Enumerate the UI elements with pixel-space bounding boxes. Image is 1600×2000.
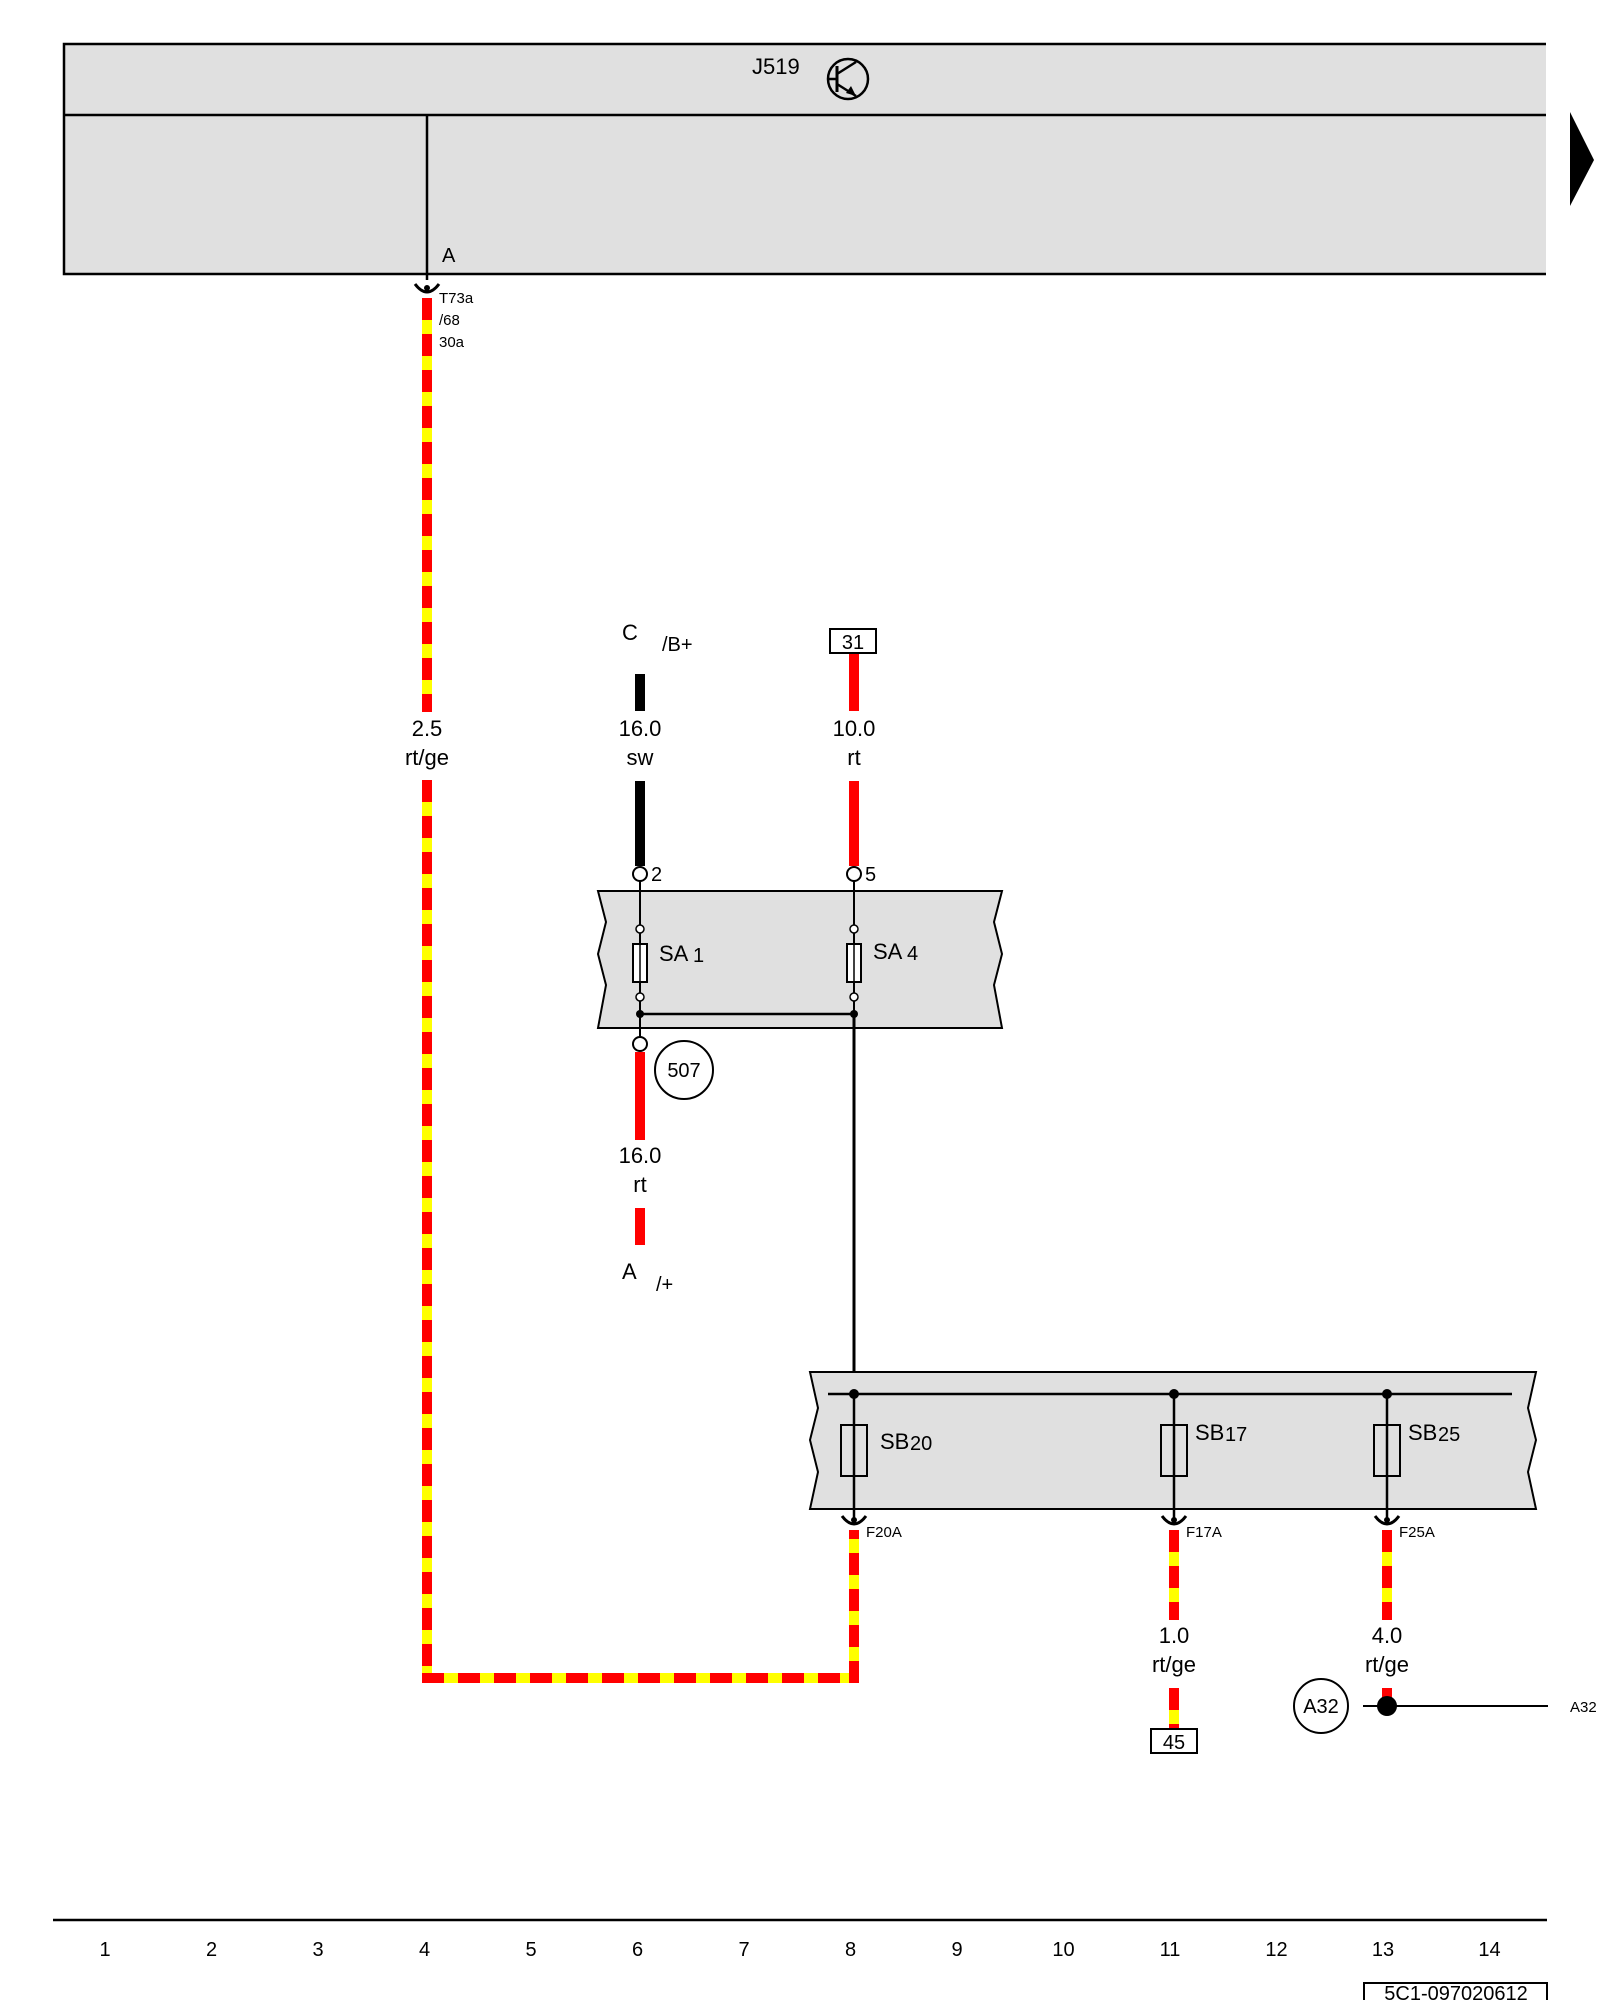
wire-color-label: rt <box>633 1172 646 1197</box>
fuse-box-sb: SB 20 F20A SB 17 F17A SB 25 F25A <box>808 1371 1538 1541</box>
wire-size-label: 16.0 <box>619 1143 662 1168</box>
fuse-box-sa-body <box>596 890 1004 1029</box>
fuse-sa4: 5 SA 4 <box>846 864 918 1014</box>
control-unit-body <box>64 44 1546 274</box>
fuse-icon <box>840 1424 868 1477</box>
fuse-label-main: SA <box>873 939 903 964</box>
grid-number: 7 <box>738 1939 749 1961</box>
connector-label-line-1: T73a <box>439 290 474 307</box>
output-pin-icon <box>632 1036 648 1052</box>
terminal-c-suffix: /B+ <box>662 634 693 656</box>
connector-socket-icon <box>1373 1515 1401 1526</box>
pin-label: F17A <box>1186 1524 1222 1541</box>
wire-size-label: 2.5 <box>412 716 443 741</box>
document-id-box: 5C1-097020612 <box>1363 1982 1548 2000</box>
fuse-sb20: SB 20 F20A <box>840 1389 932 1541</box>
terminal-a-label: A <box>622 1259 637 1284</box>
transistor-icon <box>826 57 870 101</box>
fuse-sb25: SB 25 F25A <box>1373 1389 1460 1541</box>
control-unit-outline <box>62 42 1546 276</box>
fuse-label-main: SB <box>880 1429 909 1454</box>
grid-number: 3 <box>312 1939 323 1961</box>
wire-color-label: rt <box>847 745 860 770</box>
connector-label-line-2: /68 <box>439 312 460 329</box>
fuse-icon <box>1160 1424 1188 1477</box>
fuse-box-sa: 2 SA 1 5 SA 4 <box>596 864 1004 1052</box>
connector-socket-icon <box>1160 1515 1188 1526</box>
terminal-box-45-label: 45 <box>1163 1732 1185 1754</box>
control-unit-j519: J519 A <box>62 42 1546 280</box>
wire-size-label: 16.0 <box>619 716 662 741</box>
reference-circle-label: 507 <box>667 1060 700 1082</box>
wire-color-label: rt/ge <box>405 745 449 770</box>
wire-color-label: rt/ge <box>1152 1652 1196 1677</box>
reference-circle-507: 507 <box>654 1040 714 1100</box>
fuse-label-sub: 4 <box>907 943 918 965</box>
wire-size-label: 1.0 <box>1159 1623 1190 1648</box>
wire-color-label: sw <box>627 745 654 770</box>
fuse-icon <box>1373 1424 1401 1477</box>
fuse-sa1: 2 SA 1 <box>632 864 704 1038</box>
fuse-label-sub: 1 <box>693 945 704 967</box>
document-id-label: 5C1-097020612 <box>1384 1983 1527 2000</box>
wires <box>422 298 1392 1728</box>
grid-number: 9 <box>951 1939 962 1961</box>
grid-number: 12 <box>1265 1939 1287 1961</box>
reference-circle-label: A32 <box>1303 1696 1339 1718</box>
pin-label-a: A <box>442 245 456 267</box>
control-unit-label: J519 <box>752 54 800 79</box>
grid-number: 8 <box>845 1939 856 1961</box>
fuse-label-sub: 17 <box>1225 1424 1247 1446</box>
terminal-a-suffix: /+ <box>656 1274 673 1296</box>
connector-t73a: T73a /68 30a <box>413 283 474 351</box>
grid-number: 14 <box>1478 1939 1500 1961</box>
wire-size-label: 10.0 <box>833 716 876 741</box>
pin-label: F20A <box>866 1524 902 1541</box>
terminal-c-label: C <box>622 620 638 645</box>
connector-label-line-3: 30a <box>439 334 465 351</box>
grid-number: 13 <box>1372 1939 1394 1961</box>
fuse-label-main: SB <box>1195 1420 1224 1445</box>
fuse-label-main: SA <box>659 941 689 966</box>
grid-number: 10 <box>1052 1939 1074 1961</box>
connector-socket-icon <box>840 1515 868 1526</box>
grid-number: 11 <box>1160 1939 1181 1961</box>
connector-socket-icon <box>413 283 441 294</box>
fuse-label-sub: 25 <box>1438 1424 1460 1446</box>
grid-number: 1 <box>99 1939 110 1961</box>
terminal-box-31-label: 31 <box>842 632 864 654</box>
terminal-box-45: 45 <box>1150 1728 1198 1754</box>
grid-number: 6 <box>632 1939 643 1961</box>
fuse-label-sub: 20 <box>910 1433 932 1455</box>
edge-reference-label: A32 <box>1570 1699 1597 1716</box>
continuation-arrow-icon <box>1570 112 1594 206</box>
grid-number: 4 <box>419 1939 430 1961</box>
fuse-sb17: SB 17 F17A <box>1160 1389 1247 1541</box>
grid-number: 2 <box>206 1939 217 1961</box>
terminal-box-31: 31 <box>829 628 877 654</box>
wire-color-label: rt/ge <box>1365 1652 1409 1677</box>
junction-dot <box>1377 1696 1397 1716</box>
junction-dot <box>636 1010 644 1018</box>
pin-label: F25A <box>1399 1524 1435 1541</box>
pin-label: 2 <box>651 864 662 886</box>
pin-5-icon <box>846 866 862 882</box>
grid-number: 5 <box>525 1939 536 1961</box>
fuse-label-main: SB <box>1408 1420 1437 1445</box>
pin-2-icon <box>632 866 648 882</box>
wire-size-label: 4.0 <box>1372 1623 1403 1648</box>
pin-label: 5 <box>865 864 876 886</box>
reference-circle-a32: A32 <box>1293 1678 1349 1734</box>
